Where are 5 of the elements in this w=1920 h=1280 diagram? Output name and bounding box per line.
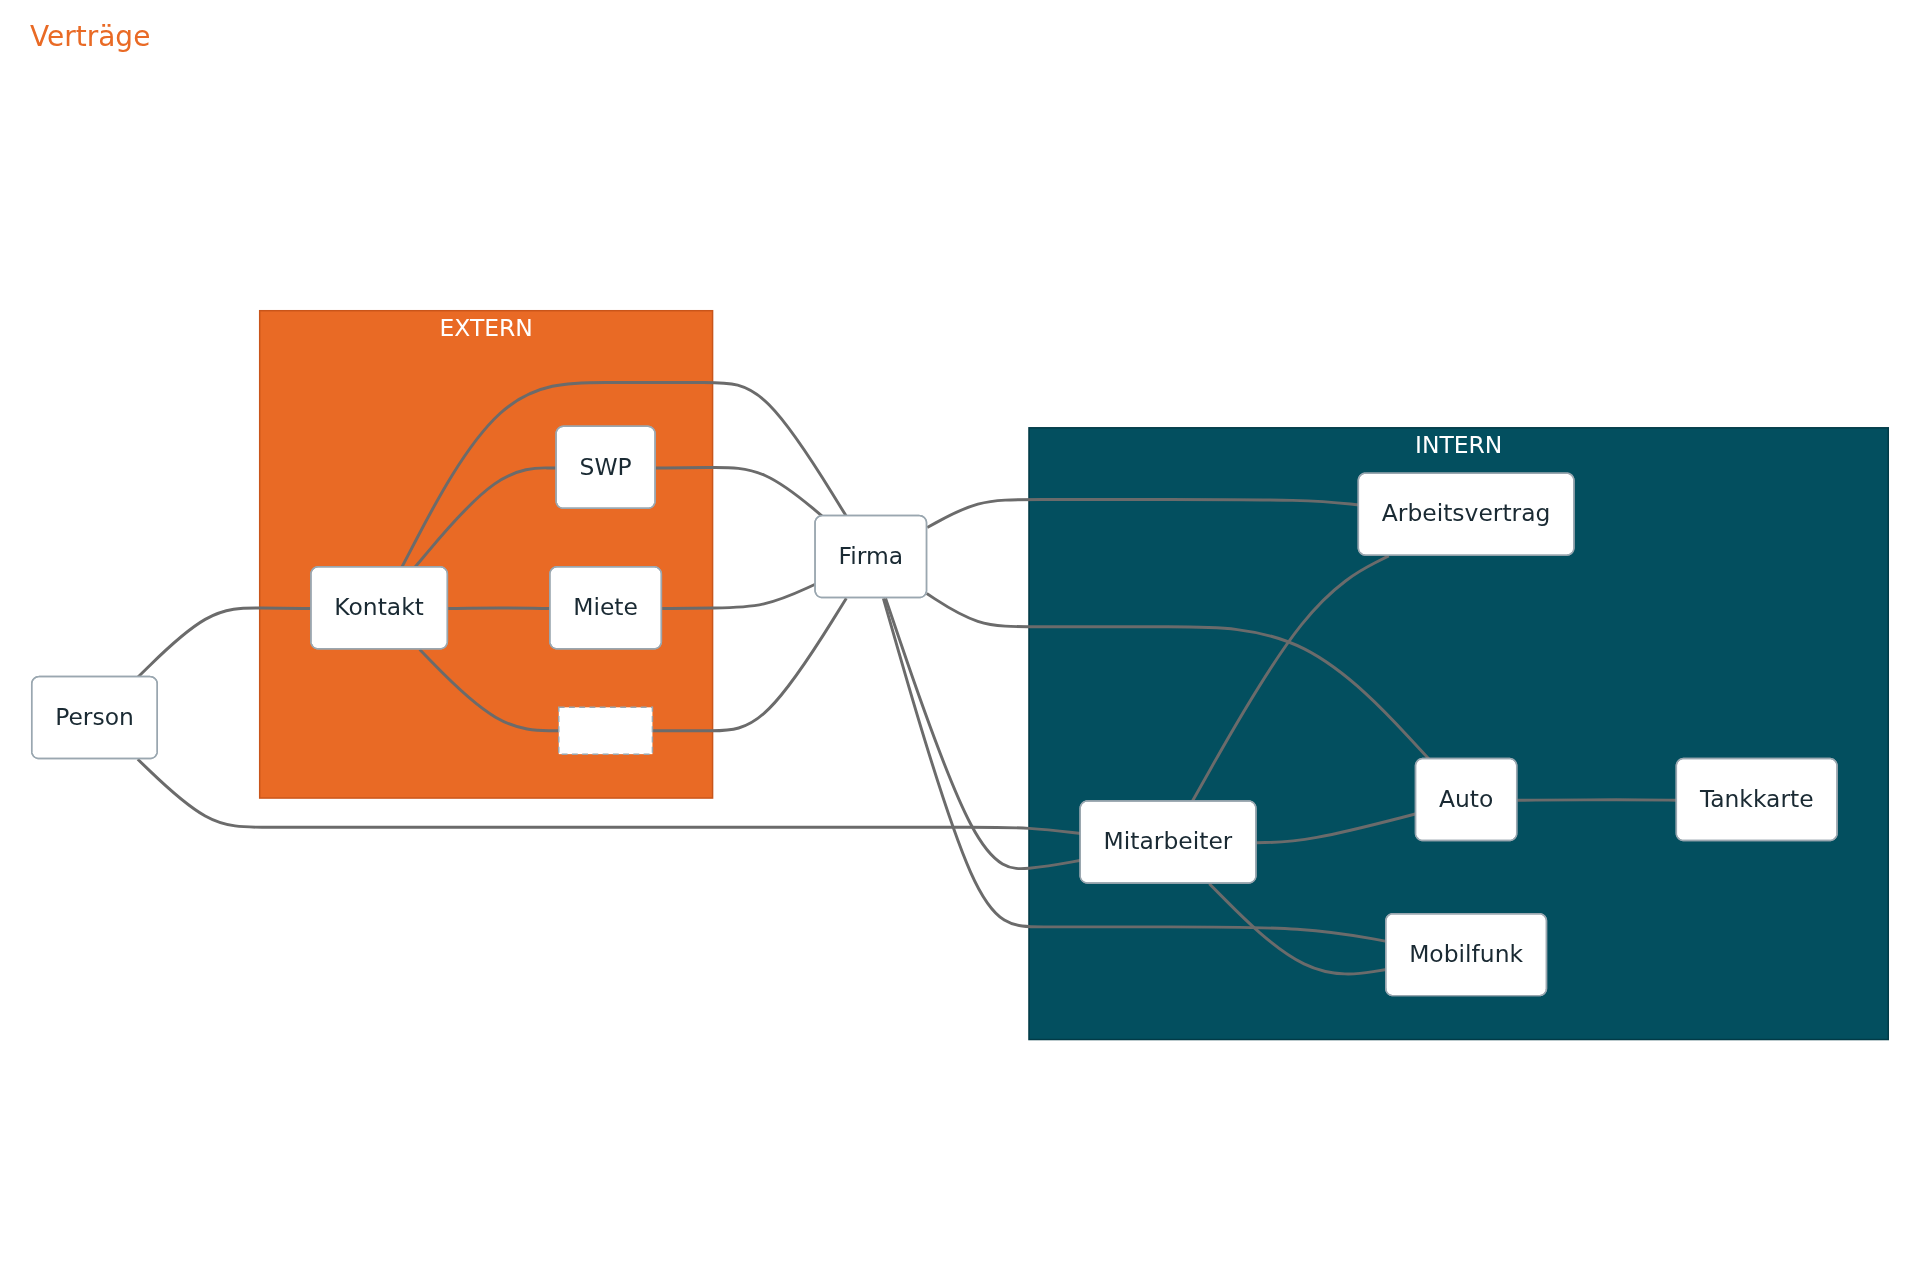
heading-label: Verträge	[30, 20, 151, 53]
connector	[652, 597, 848, 733]
connector	[655, 465, 824, 518]
connector	[418, 648, 559, 733]
node-box	[558, 706, 654, 755]
